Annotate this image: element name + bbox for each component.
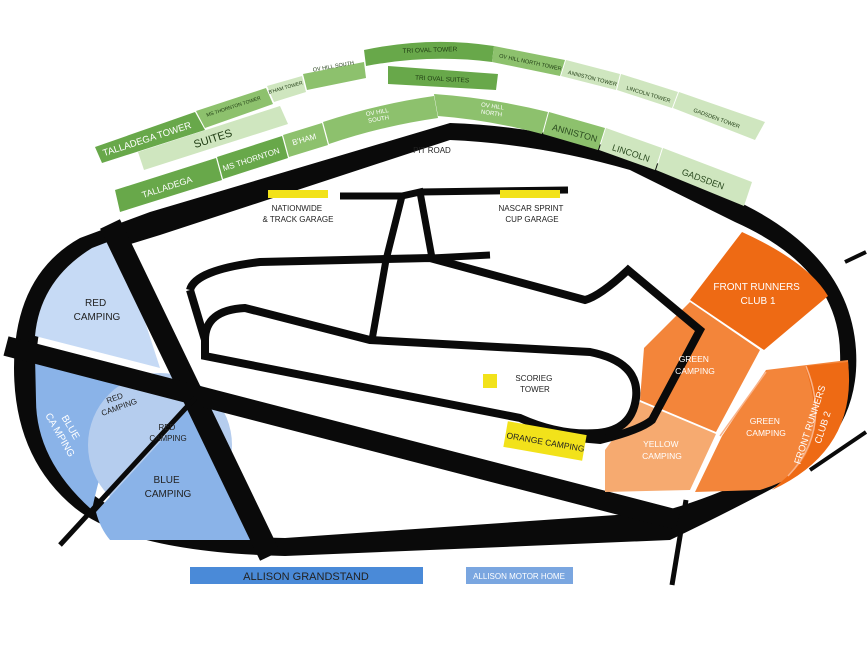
yellow-camping-area[interactable]: [605, 402, 716, 492]
bham-stand-section[interactable]: [283, 123, 328, 157]
exit-road-top-right: [844, 250, 867, 264]
talladega-stand-section[interactable]: [115, 158, 222, 212]
ov-hill-south-stand-section[interactable]: [323, 96, 438, 144]
anniston-tower-section[interactable]: [561, 60, 620, 90]
yellow-camping-label: YELLOW CAMPING: [642, 439, 682, 461]
nationwide-garage-marker: [268, 190, 328, 198]
orange-divider: [719, 371, 767, 437]
green-camping-1-area[interactable]: [640, 302, 760, 432]
infield-road-outer: [186, 253, 706, 445]
allison-motor-home-label: ALLISON MOTOR HOME: [473, 572, 565, 581]
suites-section[interactable]: [138, 106, 288, 170]
tri-oval-tower-section[interactable]: [364, 41, 494, 66]
scoring-tower-label: SCORIEG TOWER: [515, 374, 554, 394]
gadsden-tower-section[interactable]: [673, 92, 765, 140]
front-runners-club-1-area[interactable]: [690, 232, 828, 350]
orange-divider: [787, 365, 817, 477]
garage-access-road-2: [401, 187, 491, 262]
pit-road-label: PIT ROAD: [413, 146, 451, 155]
lincoln-tower-section[interactable]: [617, 74, 678, 108]
ov-hill-north-stand-section[interactable]: [434, 94, 548, 134]
allison-motor-home-section[interactable]: [466, 567, 573, 584]
ov-hill-north-stand-label: OV HILLNORTH: [480, 102, 505, 118]
infield-road-outer-left: [186, 288, 209, 342]
anniston-stand-section[interactable]: [543, 112, 605, 150]
talladega-tower-section[interactable]: [95, 112, 205, 163]
green-camping-2-label: GREEN CAMPING: [746, 416, 786, 438]
lincoln-stand-section[interactable]: [599, 128, 662, 170]
orange-camping-marker[interactable]: [503, 421, 587, 461]
green-camping-1-label: GREEN CAMPING: [675, 354, 715, 376]
service-road-left: [58, 396, 197, 547]
ov-hill-north-tower-section[interactable]: [492, 46, 565, 76]
crossover-road-diagonal: [3, 336, 681, 530]
scoring-tower-marker: [483, 374, 497, 388]
nascar-garage-label: NASCAR SPRINT CUP GARAGE: [499, 204, 566, 224]
tri-oval-suites-label: TRI OVAL SUITES: [415, 75, 470, 85]
exit-road-far-right: [808, 430, 867, 472]
garage-access-road: [340, 192, 407, 341]
bham-tower-section[interactable]: [267, 76, 306, 102]
tri-oval-tower-label: TRI OVAL TOWER: [403, 46, 458, 55]
gadsden-stand-section[interactable]: [656, 148, 752, 206]
ms-thornton-stand-section[interactable]: [217, 136, 288, 179]
tri-oval-suites-section[interactable]: [388, 66, 498, 90]
ov-hill-south-tower-section[interactable]: [303, 62, 366, 90]
ov-hill-south-stand-label: OV HILLSOUTH: [366, 108, 392, 125]
red-camping-outer-label: RED CAMPING: [74, 298, 121, 323]
red-camping-outer-area[interactable]: [35, 238, 160, 368]
front-runners-club-1-label: FRONT RUNNERS CLUB 1: [713, 282, 802, 307]
front-runners-club-2-area[interactable]: [772, 362, 850, 490]
nascar-garage-marker: [500, 190, 560, 198]
blue-camping-bottom-label: BLUE CAMPING: [145, 475, 192, 500]
nationwide-garage-label: NATIONWIDE & TRACK GARAGE: [263, 204, 334, 224]
allison-grandstand-section[interactable]: [190, 567, 423, 584]
allison-grandstand-label: ALLISON GRANDSTAND: [243, 571, 369, 583]
red-camping-inner-bottom-label: RED CAMPING: [149, 423, 186, 443]
ms-thornton-tower-section[interactable]: [196, 88, 273, 128]
exit-road-right: [669, 499, 689, 586]
